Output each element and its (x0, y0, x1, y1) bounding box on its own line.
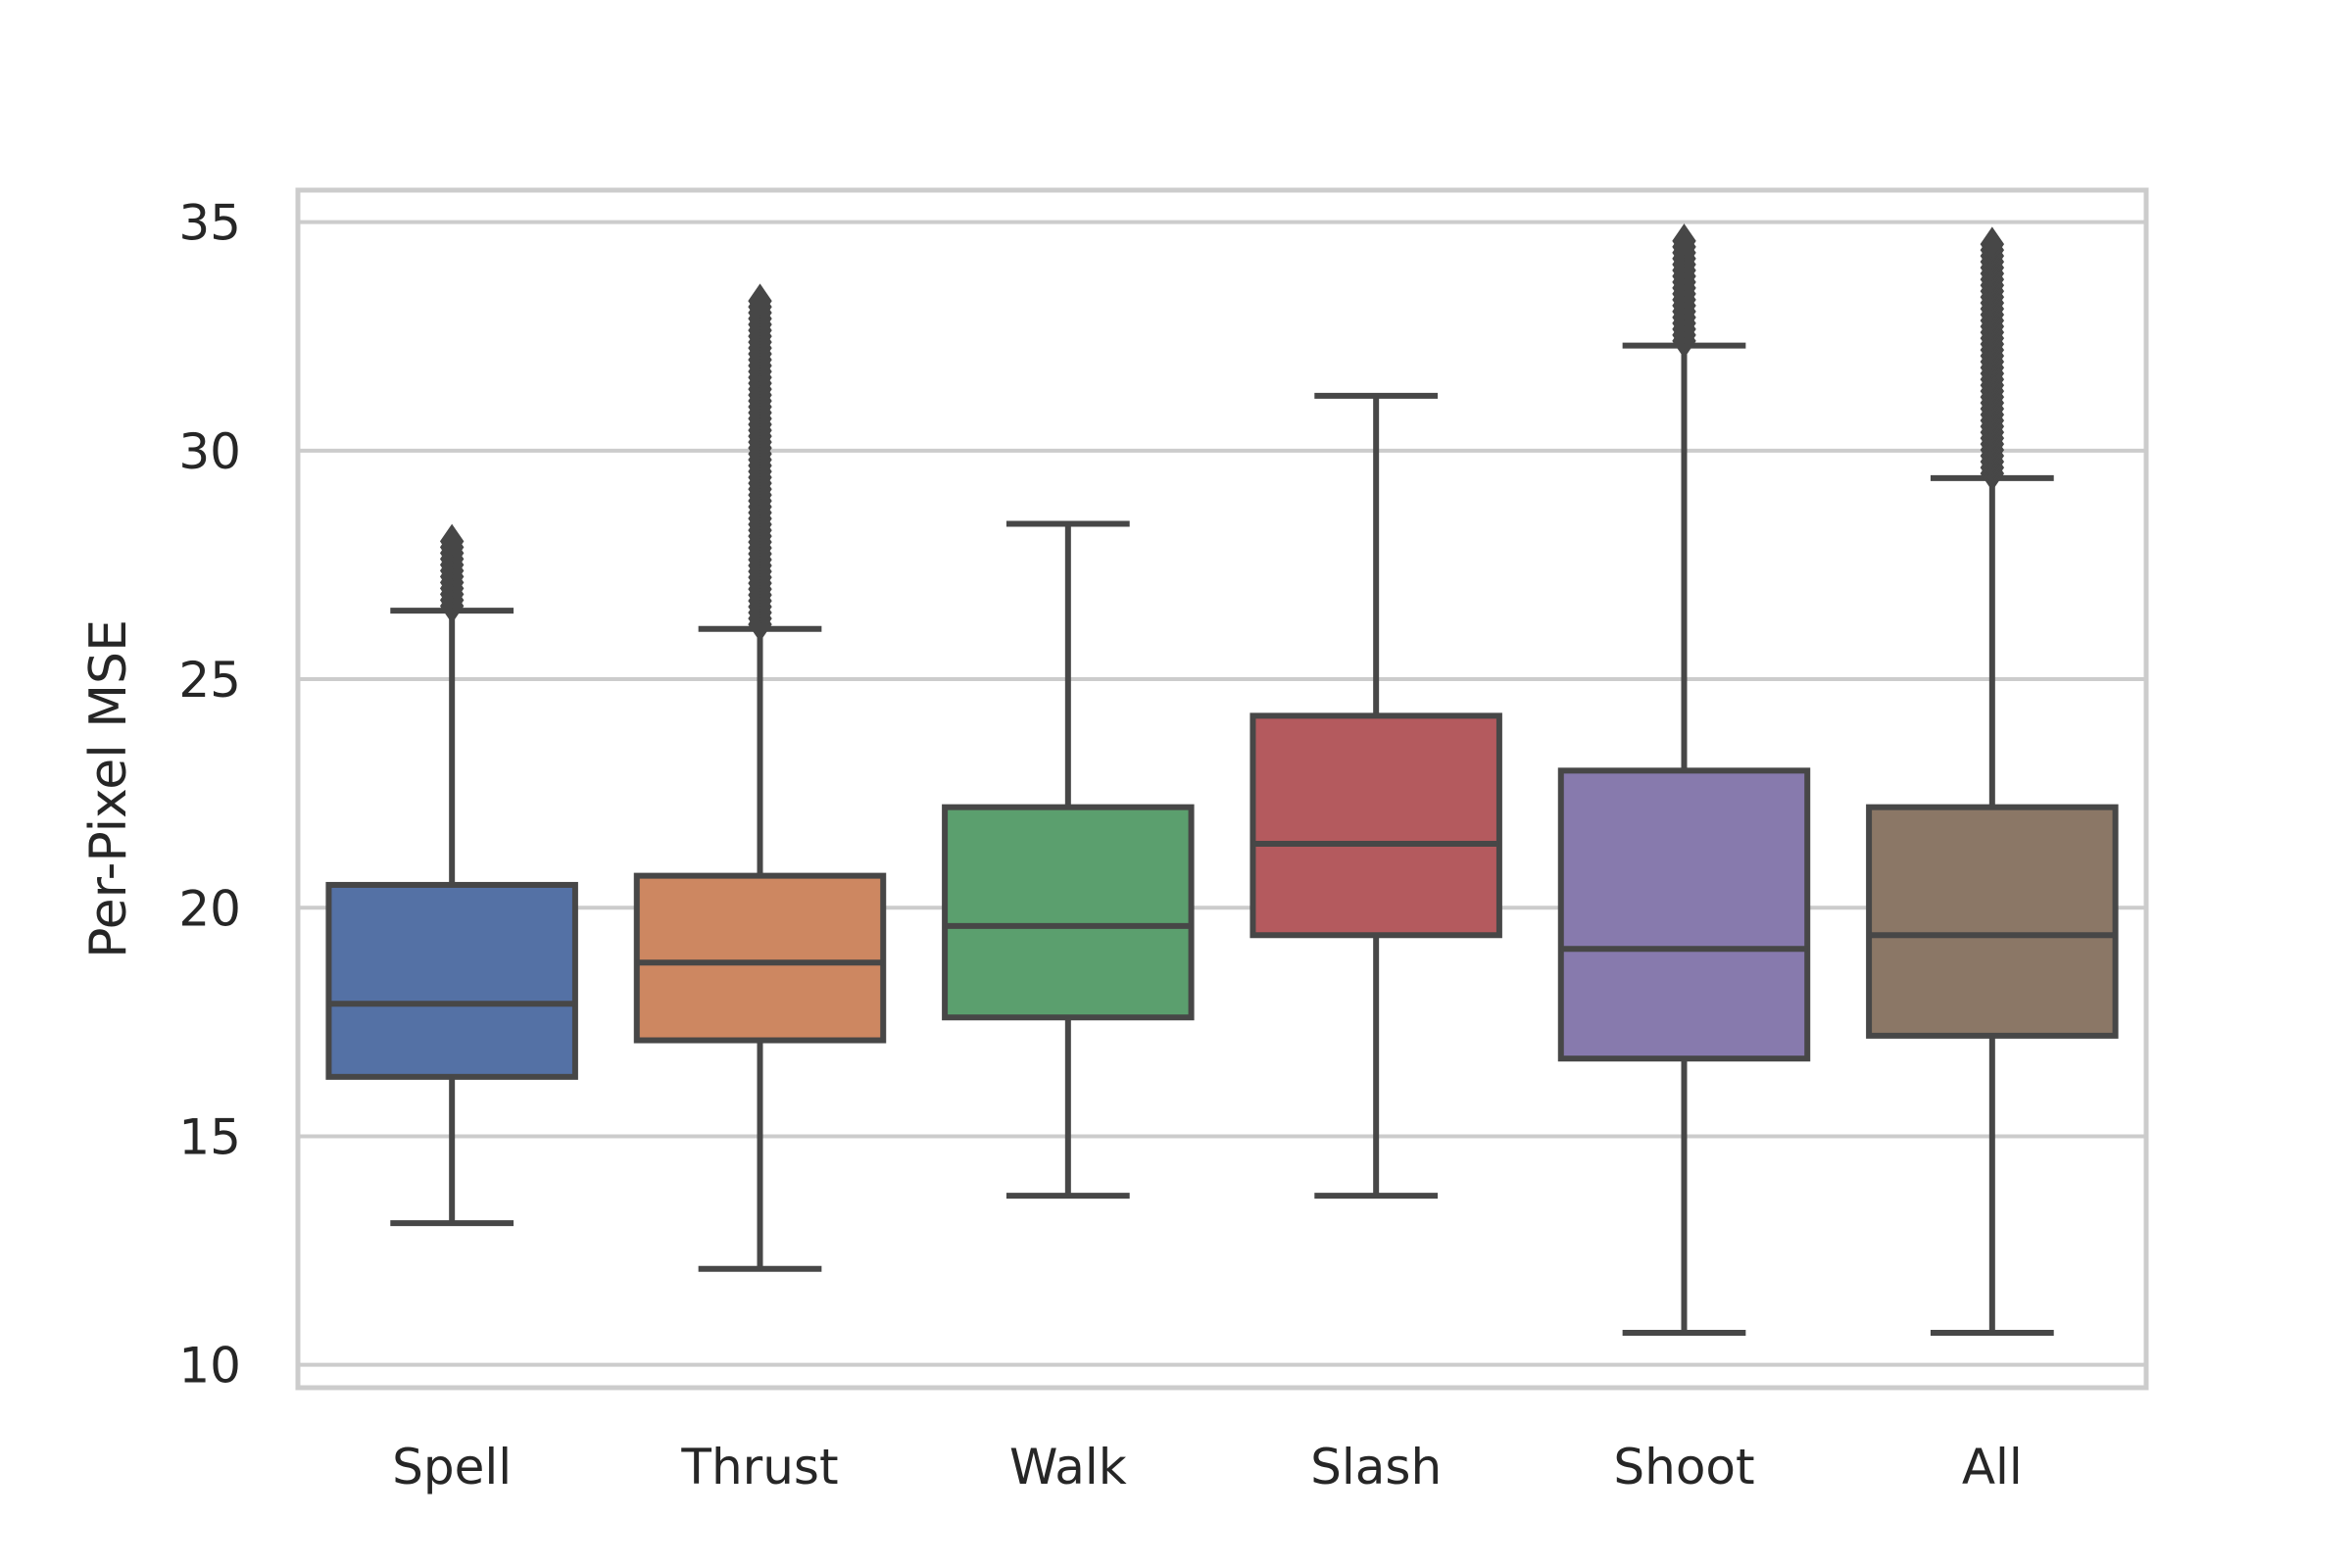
box-group-slash (1250, 392, 1502, 1200)
box-group-all (1866, 226, 2119, 1337)
box-layer (325, 223, 2119, 1337)
box-group-thrust (633, 283, 887, 1272)
iqr-box (325, 881, 578, 1080)
iqr-box (942, 804, 1195, 1021)
x-tick-label: Thrust (680, 1439, 838, 1495)
y-tick-labels: 10 15 20 25 30 35 (178, 195, 241, 1395)
outlier-group (439, 523, 465, 624)
iqr-box (1557, 767, 1811, 1062)
box-group-shoot (1557, 223, 1811, 1337)
x-tick-label: Spell (392, 1439, 512, 1495)
plot-frame (295, 187, 2149, 1391)
iqr-box (1866, 804, 2119, 1039)
y-tick-label: 20 (178, 880, 241, 937)
grid-layer (298, 220, 2146, 1367)
outlier-marker (1980, 226, 2005, 262)
outlier-marker (439, 523, 465, 560)
x-tick-label: Slash (1310, 1439, 1442, 1495)
iqr-box (1250, 712, 1502, 939)
y-tick-label: 25 (178, 652, 241, 709)
outlier-group (748, 283, 772, 642)
outlier-group (1980, 226, 2005, 491)
x-tick-label: Walk (1009, 1439, 1127, 1495)
x-tick-labels: Spell Thrust Walk Slash Shoot All (392, 1439, 2023, 1495)
y-tick-label: 30 (178, 423, 241, 480)
y-axis-label: Per-Pixel MSE (79, 619, 138, 958)
outlier-marker (1672, 223, 1696, 259)
outlier-marker (748, 283, 772, 318)
y-tick-label: 15 (178, 1108, 241, 1165)
box-group-spell (325, 523, 578, 1227)
y-tick-label: 35 (178, 195, 241, 252)
outlier-group (1672, 223, 1696, 359)
box-group-walk (942, 520, 1195, 1200)
y-tick-label: 10 (178, 1338, 241, 1395)
x-tick-label: All (1962, 1439, 2023, 1495)
x-tick-label: Shoot (1613, 1439, 1754, 1495)
iqr-box (633, 872, 887, 1044)
